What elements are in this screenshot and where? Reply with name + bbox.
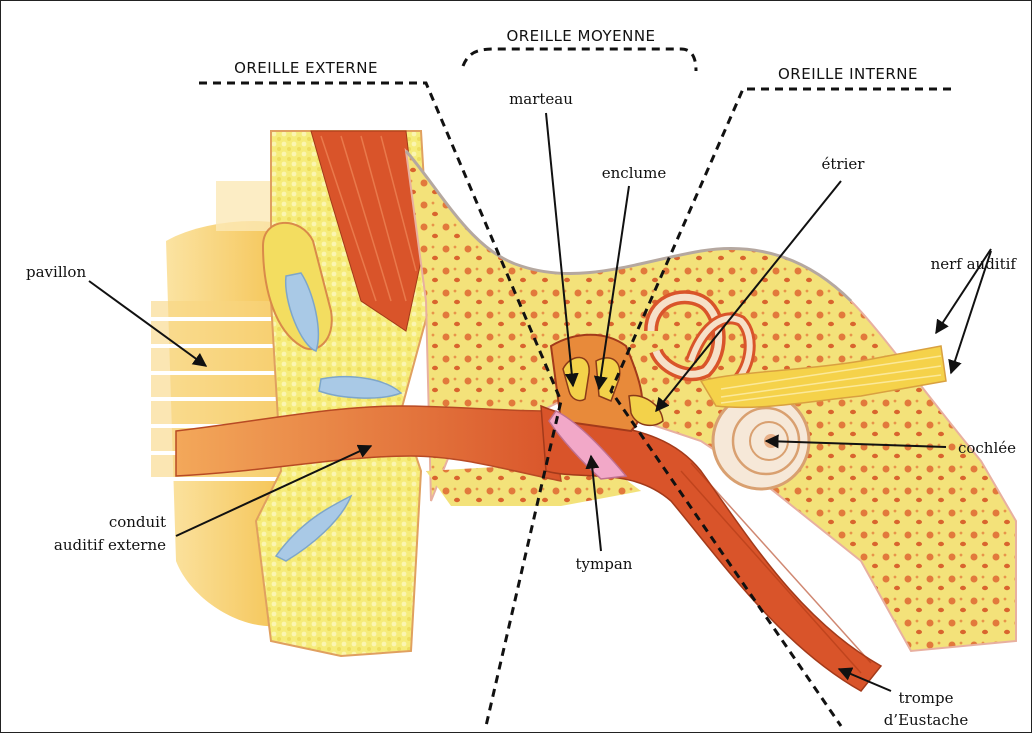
section-title-external: OREILLE EXTERNE — [234, 59, 378, 77]
label-enclume: enclume — [602, 164, 667, 182]
section-title-inner: OREILLE INTERNE — [778, 65, 918, 83]
section-title-middle: OREILLE MOYENNE — [506, 27, 655, 45]
label-trompe-line2: d’Eustache — [884, 711, 969, 729]
label-tympan: tympan — [576, 555, 633, 573]
label-trompe-line1: trompe — [899, 689, 954, 707]
label-etrier: étrier — [822, 155, 866, 173]
label-pavillon: pavillon — [26, 263, 86, 281]
label-cochlee: cochlée — [958, 439, 1016, 457]
temporal-bone — [406, 151, 1016, 651]
label-conduit-line2: auditif externe — [54, 536, 166, 554]
label-marteau: marteau — [509, 90, 573, 108]
label-nerf-auditif: nerf auditif — [931, 255, 1018, 273]
label-conduit-line1: conduit — [109, 513, 166, 531]
